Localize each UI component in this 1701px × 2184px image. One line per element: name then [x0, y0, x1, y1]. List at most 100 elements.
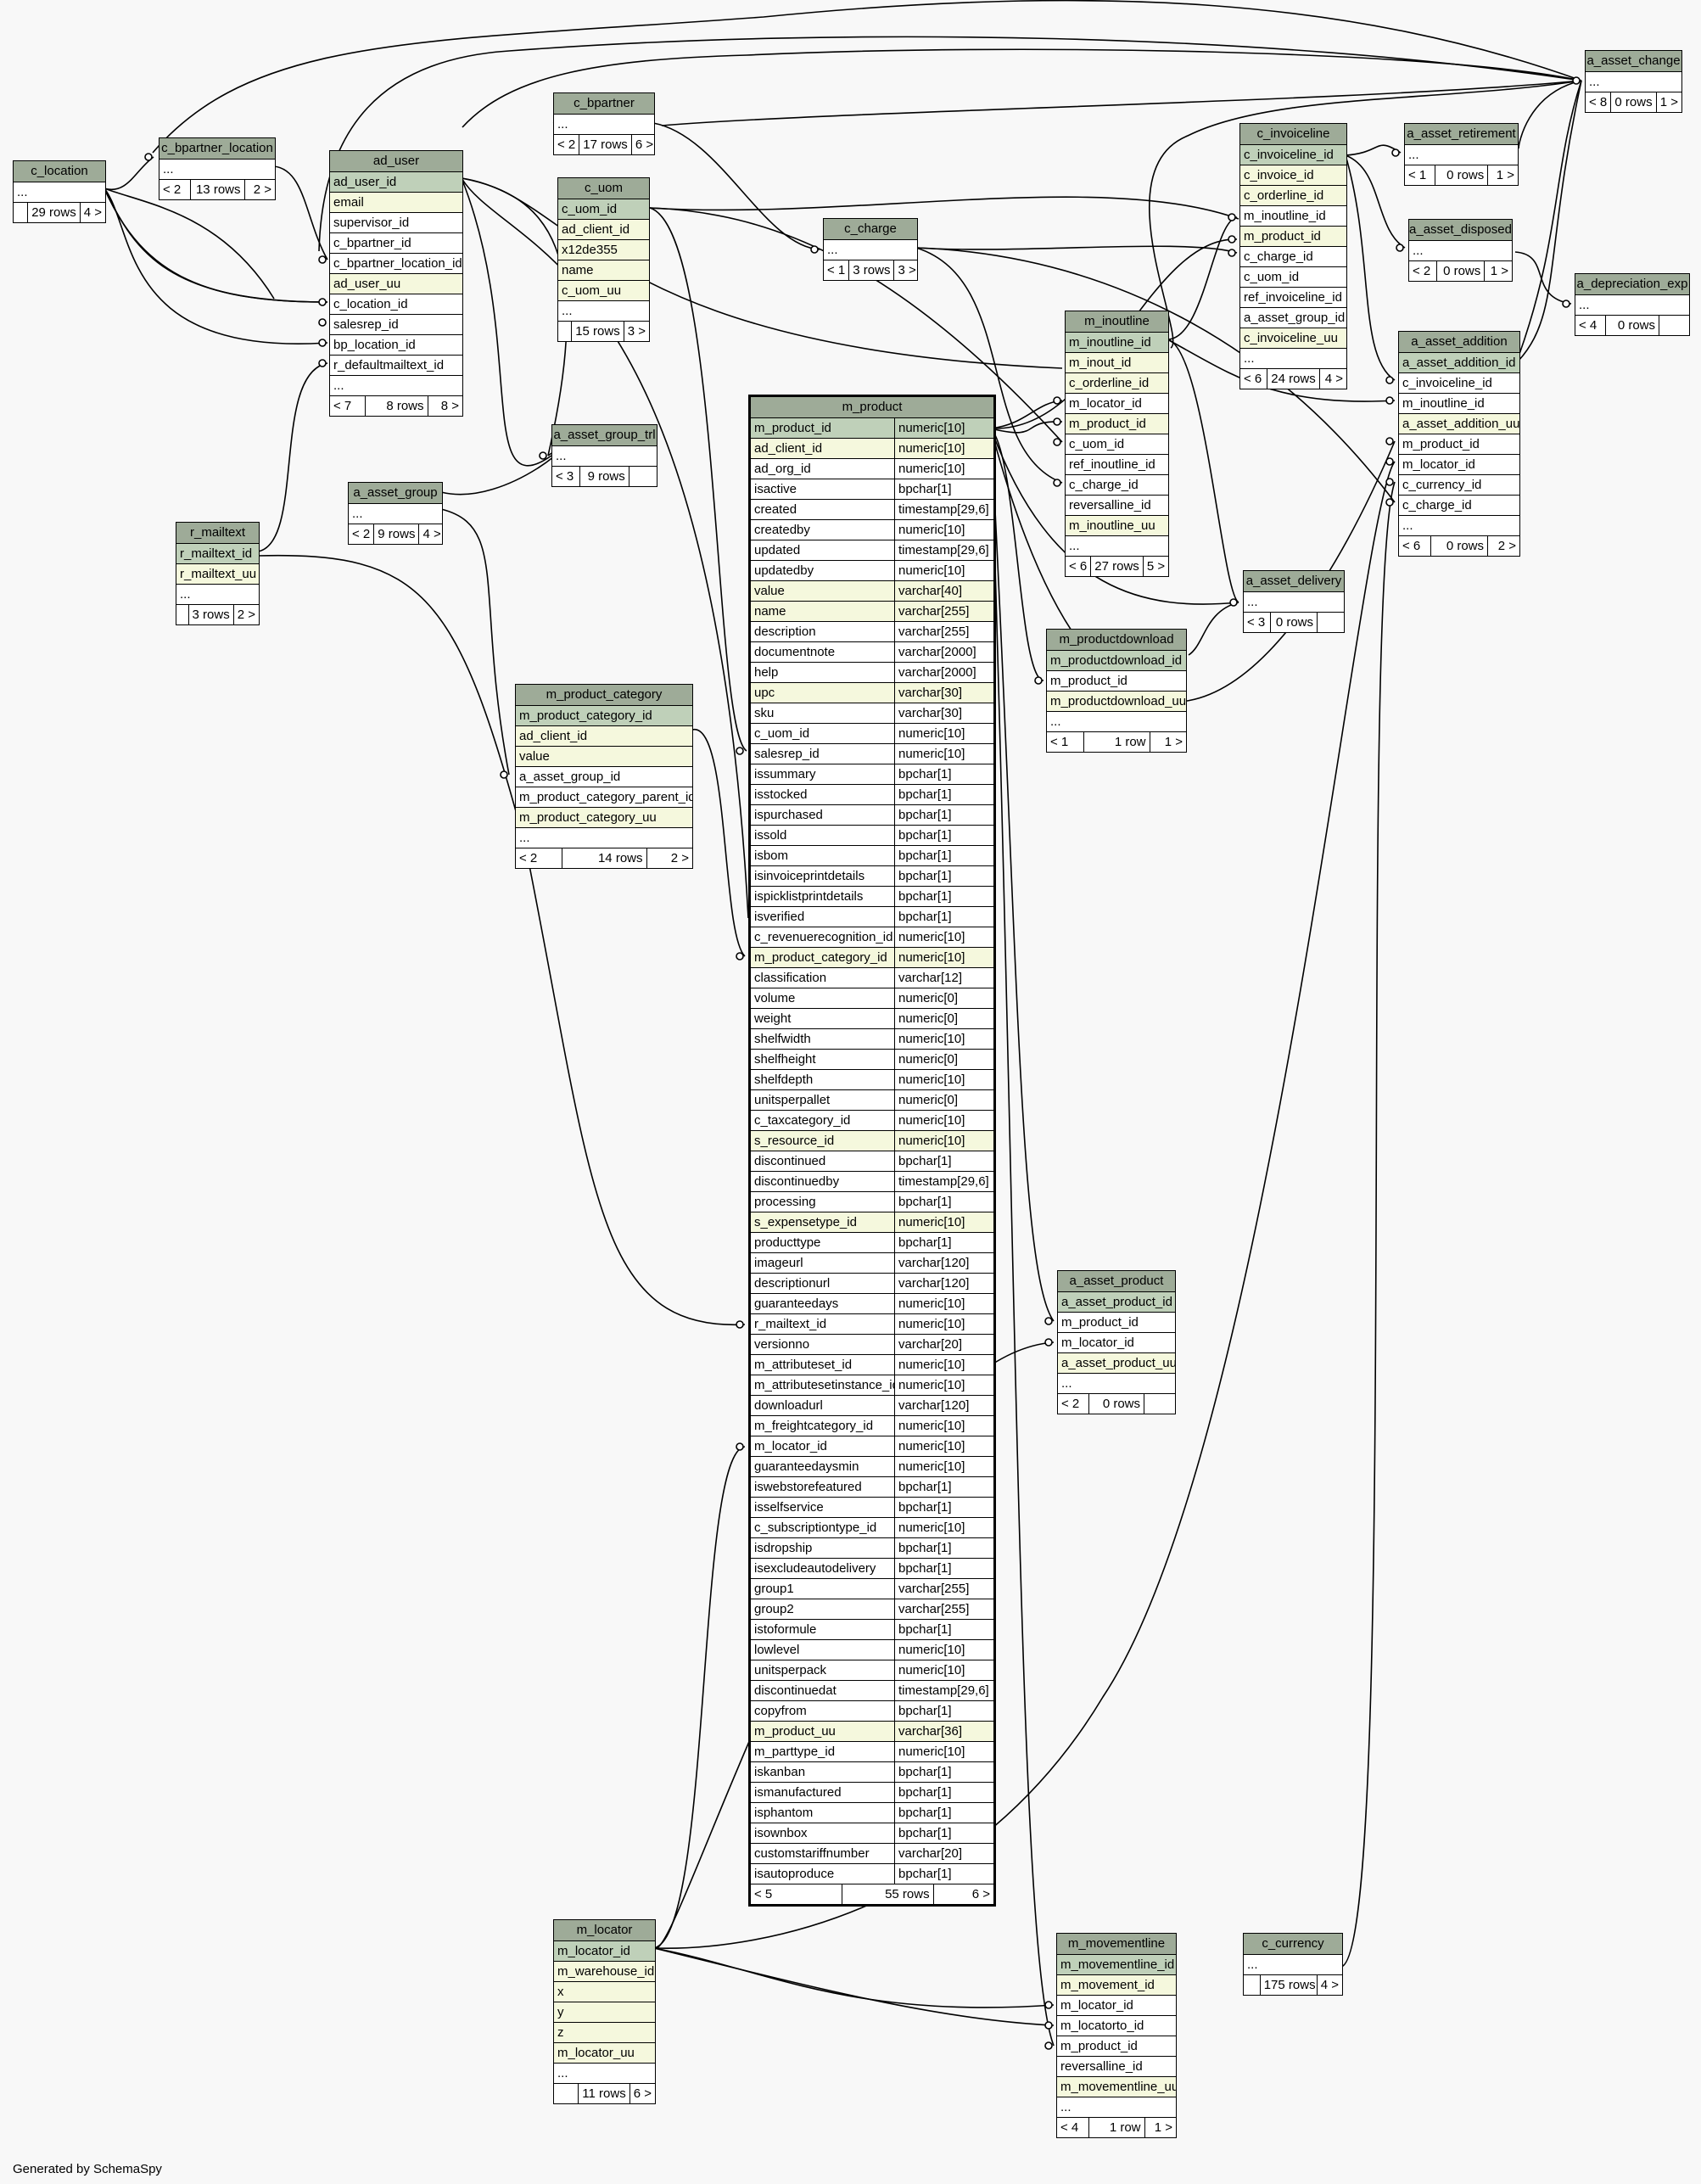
column-row[interactable]: ... [1575, 294, 1689, 315]
column-row[interactable]: bp_location_id [330, 334, 462, 355]
column-row[interactable]: ... [1409, 240, 1512, 260]
column-row[interactable]: r_mailtext_uu [176, 563, 259, 584]
table-title[interactable]: m_inoutline [1066, 311, 1168, 332]
column-row[interactable]: c_location_id [330, 294, 462, 314]
table-title[interactable]: m_locator [554, 1920, 655, 1940]
column-row[interactable]: c_currency_id [1399, 474, 1519, 495]
column-row[interactable]: ad_user_id [330, 171, 462, 192]
column-row[interactable]: m_locator_id [1399, 454, 1519, 474]
table-title[interactable]: a_asset_change [1586, 51, 1681, 71]
column-row[interactable]: ... [554, 2063, 655, 2083]
table-title[interactable]: c_currency [1244, 1934, 1342, 1954]
table-title[interactable]: c_invoiceline [1240, 124, 1346, 144]
column-row[interactable]: m_product_id [1057, 2036, 1176, 2056]
column-row[interactable]: m_locator_id [1058, 1332, 1175, 1352]
table-title[interactable]: m_product_category [516, 685, 692, 705]
column-row[interactable]: m_movement_id [1057, 1974, 1176, 1995]
column-row[interactable]: a_asset_group_id [516, 766, 692, 787]
column-row[interactable]: m_movementline_id [1057, 1954, 1176, 1974]
column-row[interactable]: r_defaultmailtext_id [330, 355, 462, 375]
column-row[interactable]: a_asset_addition_id [1399, 352, 1519, 372]
column-row[interactable]: ad_user_uu [330, 273, 462, 294]
column-row[interactable]: m_inout_id [1066, 352, 1168, 372]
table-title[interactable]: m_movementline [1057, 1934, 1176, 1954]
column-row[interactable]: a_asset_group_id [1240, 307, 1346, 328]
column-row[interactable]: a_asset_addition_uu [1399, 413, 1519, 434]
column-row[interactable]: m_product_id [1047, 670, 1186, 691]
column-row[interactable]: m_inoutline_id [1399, 393, 1519, 413]
column-row[interactable]: ad_client_id [516, 725, 692, 746]
column-row[interactable]: ... [516, 827, 692, 848]
column-row[interactable]: ref_invoiceline_id [1240, 287, 1346, 307]
column-row[interactable]: ... [552, 445, 657, 466]
table-title[interactable]: c_bpartner_location [159, 138, 275, 159]
column-row[interactable]: ... [1586, 71, 1681, 92]
column-row[interactable]: a_asset_product_uu [1058, 1352, 1175, 1373]
column-row[interactable]: ... [159, 159, 275, 179]
column-row[interactable]: m_product_category_id [516, 705, 692, 725]
column-row[interactable]: c_invoiceline_id [1240, 144, 1346, 165]
column-row[interactable]: m_product_category_parent_id [516, 787, 692, 807]
column-row[interactable]: ... [824, 239, 917, 260]
column-row[interactable]: ... [558, 300, 649, 321]
column-row[interactable]: ref_inoutline_id [1066, 454, 1168, 474]
column-row[interactable]: ... [349, 503, 442, 524]
column-row[interactable]: reversalline_id [1057, 2056, 1176, 2076]
column-row[interactable]: c_invoice_id [1240, 165, 1346, 185]
column-row[interactable]: m_locatorto_id [1057, 2015, 1176, 2036]
column-row[interactable]: m_product_id [1058, 1312, 1175, 1332]
column-row[interactable]: ... [1244, 1954, 1342, 1974]
column-row[interactable]: m_movementline_uu [1057, 2076, 1176, 2097]
column-row[interactable]: m_inoutline_id [1240, 205, 1346, 226]
table-title[interactable]: c_bpartner [554, 93, 654, 114]
